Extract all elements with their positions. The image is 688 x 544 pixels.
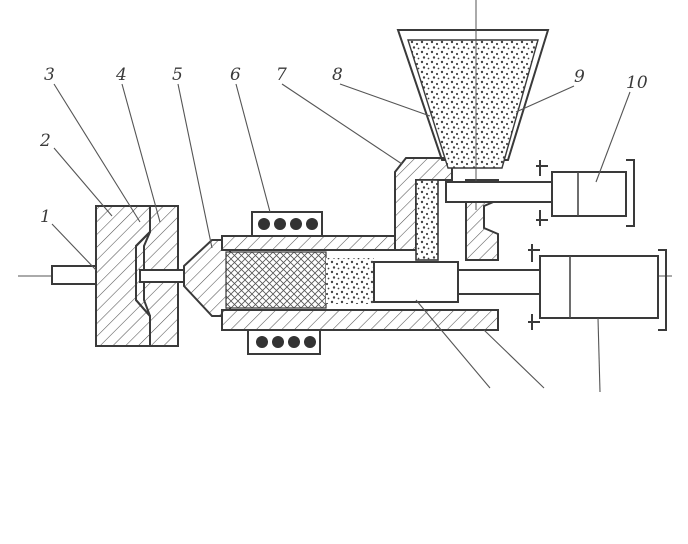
barrel-lower-wall [221, 309, 499, 331]
dosing-cylinder [551, 171, 627, 217]
label-2: 2 [39, 131, 51, 151]
label-10: 10 [626, 73, 648, 93]
label-5: 5 [172, 65, 183, 85]
dosing-cylinder-mount [536, 159, 635, 227]
hopper-outer [396, 29, 550, 161]
plastic-melt [225, 251, 327, 309]
nozzle [183, 239, 231, 317]
ejector-rod [51, 265, 99, 285]
label-6: 6 [230, 65, 241, 85]
hopper-granules [407, 39, 539, 169]
label-3: 3 [44, 65, 55, 85]
sprue-channel [139, 269, 185, 283]
heater-coils-bottom [256, 336, 316, 348]
hydraulic-cylinder [539, 255, 659, 319]
label-4: 4 [115, 65, 127, 85]
barrel-upper-wall [221, 235, 396, 251]
leader-lines [51, 83, 631, 393]
granules-in-barrel [326, 258, 374, 304]
mold-cavity [135, 231, 151, 317]
label-1: 1 [40, 207, 51, 227]
heater-coils-top [258, 218, 318, 230]
hydraulic-cylinder-mount [528, 244, 667, 331]
label-9: 9 [574, 67, 585, 87]
label-7: 7 [276, 65, 287, 85]
feed-throat [415, 179, 439, 261]
dosing-rod [445, 181, 553, 203]
plunger [373, 261, 459, 303]
piston-rod [457, 269, 543, 295]
label-8: 8 [332, 65, 343, 85]
